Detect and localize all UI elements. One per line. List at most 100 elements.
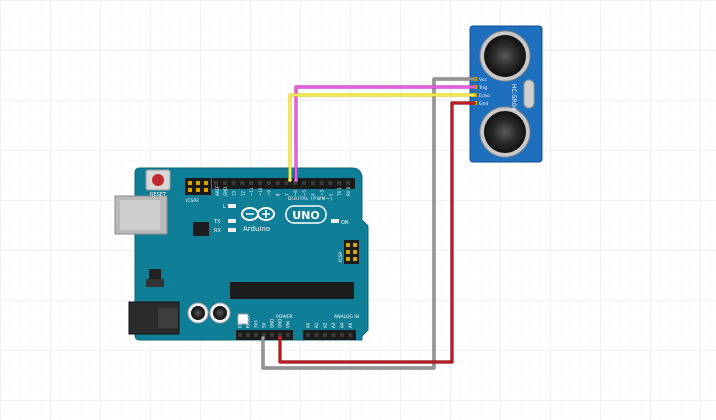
tx-led bbox=[228, 219, 236, 223]
reset-label: RESET bbox=[150, 192, 167, 198]
header-socket bbox=[323, 333, 327, 337]
digital-pin-label: 8 bbox=[276, 193, 281, 196]
analog-pin-label: A4 bbox=[340, 322, 345, 328]
icsp2-label: ICSP2 bbox=[186, 198, 199, 204]
icsp-header: ICSP bbox=[338, 240, 359, 264]
header-socket bbox=[340, 333, 344, 337]
power-pin-label: RESET bbox=[246, 315, 251, 328]
digital-pin-label: RX 0 bbox=[346, 186, 351, 196]
digital-pin-label: 4 bbox=[311, 193, 316, 196]
header-socket bbox=[310, 181, 315, 185]
header-socket bbox=[231, 181, 236, 185]
digital-pin-label: ~11 bbox=[249, 187, 254, 196]
digital-pin-label: ~9 bbox=[267, 190, 272, 196]
arduino-logo: UNO Arduino bbox=[241, 205, 327, 233]
power-label: POWER bbox=[276, 314, 293, 320]
l-led-label: L bbox=[223, 204, 226, 210]
bottom-header-sockets bbox=[238, 333, 353, 337]
aref-label: AREF bbox=[215, 185, 220, 196]
header-socket bbox=[258, 181, 262, 185]
uno-label: UNO bbox=[292, 209, 320, 222]
analog-pin-label: A5 bbox=[348, 322, 353, 328]
digital-pin-label: TX 1 bbox=[337, 187, 342, 197]
digital-header-sockets bbox=[214, 181, 350, 185]
digital-pin-label: 13 bbox=[232, 190, 237, 196]
header-socket bbox=[254, 333, 258, 337]
header-socket bbox=[275, 181, 280, 185]
header-socket bbox=[314, 333, 319, 337]
l-led bbox=[228, 204, 236, 208]
header-socket bbox=[262, 333, 266, 337]
voltage-regulator bbox=[149, 269, 161, 279]
sensor-pin-label: Vcc bbox=[479, 77, 488, 83]
transducer-top bbox=[479, 30, 531, 82]
power-pin-label: 5V bbox=[262, 322, 267, 328]
header-socket bbox=[331, 333, 336, 337]
sensor-crystal bbox=[523, 79, 535, 109]
header-socket bbox=[337, 181, 342, 185]
analog-header bbox=[303, 330, 356, 340]
wires bbox=[261, 77, 476, 370]
header-socket bbox=[328, 181, 333, 185]
header-socket bbox=[238, 333, 242, 337]
header-socket bbox=[286, 333, 290, 337]
transducer-bottom bbox=[479, 106, 531, 158]
header-socket bbox=[270, 333, 274, 337]
analog-pin-label: A2 bbox=[323, 322, 328, 328]
sensor-pin-label: Echo bbox=[479, 93, 490, 99]
digital-pin-label: ~3 bbox=[320, 190, 325, 196]
header-socket bbox=[266, 181, 271, 185]
crystal bbox=[237, 313, 249, 325]
header-socket bbox=[348, 333, 353, 337]
power-pin-label: GND bbox=[270, 319, 275, 328]
gnd-label: GND bbox=[223, 187, 228, 196]
digital-pin-label: ~5 bbox=[302, 190, 307, 196]
digital-pin-label: 7 bbox=[284, 193, 289, 196]
analog-pin-label: A1 bbox=[314, 322, 319, 328]
power-pin-label: GND bbox=[278, 319, 283, 328]
rx-led-label: RX bbox=[214, 228, 221, 234]
header-socket bbox=[246, 333, 250, 337]
digital-pin-label: 2 bbox=[328, 193, 333, 196]
on-led bbox=[331, 219, 339, 223]
on-label: ON bbox=[341, 220, 349, 226]
microcontroller-chip bbox=[230, 282, 354, 299]
power-pin-label: IOREF bbox=[238, 315, 243, 328]
power-pin-label: VIN bbox=[286, 321, 291, 328]
header-socket bbox=[319, 181, 324, 185]
digital-label: DIGITAL (PWM~) bbox=[288, 196, 332, 202]
power-pin-label: 3V3 bbox=[254, 320, 259, 328]
analog-label: ANALOG IN bbox=[334, 314, 359, 320]
digital-header bbox=[212, 178, 355, 189]
header-socket bbox=[293, 181, 298, 185]
tx-led-label: TX bbox=[213, 219, 221, 225]
icsp2-header: ICSP2 bbox=[185, 178, 211, 204]
header-socket bbox=[249, 181, 254, 185]
header-socket bbox=[240, 181, 245, 185]
sensor-model-label: HC-SR04 bbox=[510, 84, 517, 111]
icsp-label: ICSP bbox=[338, 252, 344, 262]
header-socket bbox=[284, 181, 289, 185]
header-socket bbox=[302, 181, 306, 185]
sensor-pin-label: Trig bbox=[478, 85, 487, 91]
digital-pin-label: ~6 bbox=[293, 190, 298, 196]
rx-led bbox=[228, 228, 236, 232]
analog-pin-label: A0 bbox=[306, 322, 311, 328]
header-socket bbox=[306, 333, 310, 337]
usb-chip bbox=[193, 222, 209, 236]
analog-pin-label: A3 bbox=[331, 322, 336, 328]
arduino-brand-label: Arduino bbox=[243, 225, 270, 233]
sensor-pin-label: Gnd bbox=[479, 101, 488, 107]
header-socket bbox=[214, 181, 218, 185]
header-socket bbox=[346, 181, 350, 185]
header-socket bbox=[222, 181, 227, 185]
digital-pin-label: ~10 bbox=[258, 187, 263, 196]
header-socket bbox=[278, 333, 282, 337]
digital-pin-label: 12 bbox=[240, 190, 245, 196]
